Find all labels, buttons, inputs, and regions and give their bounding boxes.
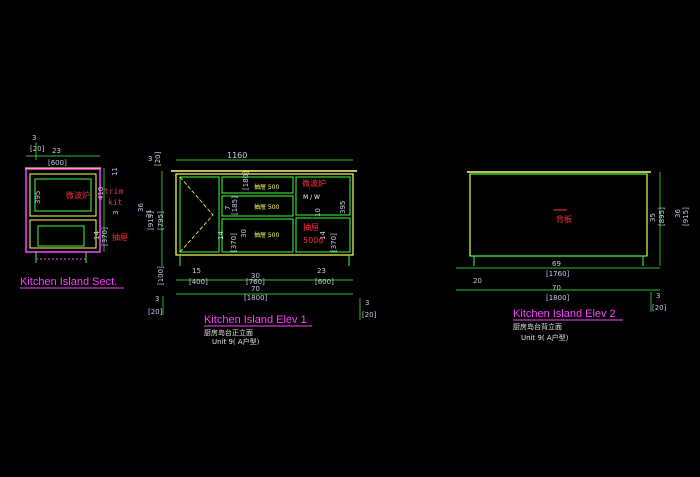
elev1-label-drawer-big: 抽屉 [303,222,319,232]
section-dim-11: 11 [111,167,119,176]
elev1-dim-14: 14 [217,231,225,240]
elev1-dim-31: 31 [145,209,153,218]
elev1-label-drawer-big-size: 500d [303,236,323,245]
elev1-drawer-1 [221,176,294,194]
elev2-dim-36: 36 [674,209,682,218]
elev1-dim-3: 3 [148,155,152,163]
elev2-subtitle-cn: 厨房岛台背立面 [513,322,562,331]
elev2-dim-70: 70 [552,284,561,292]
elev1-outline [175,173,354,256]
elev1-dim-70: 70 [251,285,260,293]
section-outline [25,168,101,253]
kitchen-island-elev-2: 35 [895] 36 [915] 背板 20 69 [1760] 70 [18… [456,171,690,342]
elev1-label-drawer-3: 抽屉 500 [254,231,280,239]
elev1-title: Kitchen Island Elev 1 [204,314,307,326]
elev2-label-back-panel: 背板 [556,214,572,224]
elev1-dim-760: [760] [246,278,265,286]
elev2-dim-35: 35 [649,213,657,222]
elev1-dim-bl-3: 3 [155,295,159,303]
elev2-title: Kitchen Island Elev 2 [513,308,616,320]
elev1-dim-795: [795] [157,211,165,230]
elev1-dim-14r: 14 [319,231,327,240]
elev2-dim-915: [915] [682,207,690,226]
elev1-dim-400: [400] [189,278,208,286]
elev1-dim-915: [915] [147,211,155,230]
elev1-label-oven: 微波炉 [302,178,326,188]
section-dim-600: [600] [48,159,67,167]
section-lower-drawer [29,219,97,249]
elev1-dim-bl-20: [20] [148,308,163,316]
elev1-drawer-3 [221,218,294,253]
section-upper-cavity [29,173,97,217]
elev2-dim-69: 69 [552,260,561,268]
section-dim-20: [20] [30,145,45,153]
section-title: Kitchen Island Sect. [20,276,117,288]
elev1-left-door [179,176,220,253]
elev1-microwave-bay [295,176,351,216]
section-dim-3r: 3 [112,211,120,215]
elev1-label-drawer-2: 抽屉 500 [254,203,280,211]
elev2-dim-1760: [1760] [546,270,570,278]
elev1-dim-36: 36 [137,203,145,212]
elev1-dim-395: 395 [339,201,347,214]
elev2-subtitle-unit: Unit 9( A户型) [521,333,569,342]
elev1-drawer-2 [221,195,294,217]
section-microwave [34,178,92,212]
elev2-dim-br-20: [20] [652,304,667,312]
section-dim-410: 410 [97,187,105,200]
elev1-dim-370r: [370] [330,233,338,252]
elev1-drawer-big [295,217,351,253]
elev1-dim-30: 30 [240,229,248,238]
section-label-oven: 微波炉 [66,190,90,200]
elev1-dim-30b: 30 [251,272,260,280]
elev1-subtitle-unit: Unit 9( A户型) [212,337,260,346]
elev1-dim-1160: 1160 [227,151,247,160]
elev1-dim-600: [600] [315,278,334,286]
elev1-dim-7: 7 [224,206,232,210]
section-dim-370: [370] [101,227,109,246]
elev1-dim-1800: [1800] [244,294,268,302]
section-dim-395: 395 [34,191,42,204]
kitchen-island-section: 3 [20] 23 [600] 395 11 410 3 14 [370] 微波… [20,134,128,289]
section-dim-14: 14 [93,231,101,240]
elev2-dim-895: [895] [658,207,666,226]
section-label-kit: kit [108,198,123,207]
elev1-subtitle-cn: 厨房岛台正立面 [204,328,253,337]
elev2-dim-br-3: 3 [656,292,660,300]
elev1-dim-15: 15 [192,267,201,275]
section-dim-width: 23 [52,147,61,155]
elev2-dim-1800: [1800] [546,294,570,302]
section-label-drawer: 抽屉 [112,232,128,242]
elev1-door-swing [179,176,214,253]
elev1-dim-br-3: 3 [365,299,369,307]
elev1-dim-20: [20] [154,151,162,166]
elev1-label-mw: M / W [303,194,320,201]
elev2-dim-20l: 20 [473,277,482,285]
elev1-dim-180: [180] [242,171,250,190]
section-label-trim: trim [104,187,123,196]
elev1-dim-10: 10 [314,208,322,217]
elev1-dim-185: [185] [231,196,239,215]
kitchen-island-elev-1: 1160 3 [20] 36 31 [915] [795] [100] [180… [137,151,377,346]
elev1-label-drawer-1: 抽屉 500 [254,183,280,191]
elev1-dim-br-20: [20] [362,311,377,319]
section-dim-3: 3 [32,134,36,142]
section-drawer-box [37,225,85,247]
elev1-dim-23: 23 [317,267,326,275]
elev1-dim-370: [370] [230,233,238,252]
elev1-dim-100: [100] [157,266,165,285]
